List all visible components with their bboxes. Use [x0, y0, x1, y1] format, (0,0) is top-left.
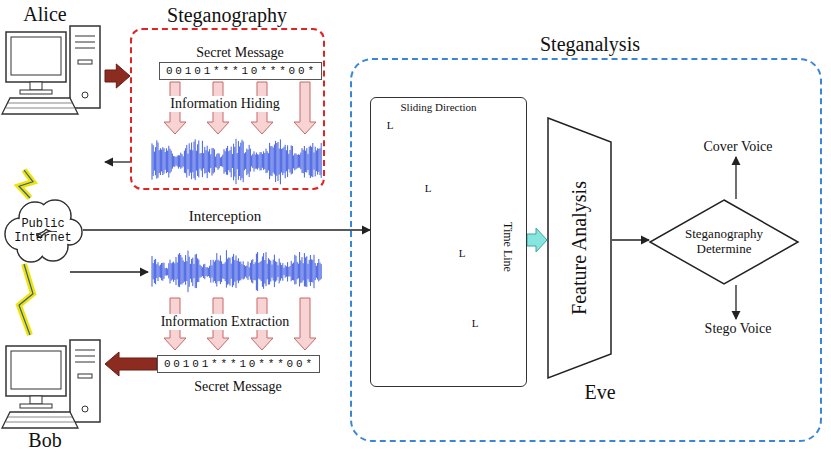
- node-text: Alice: [23, 3, 66, 26]
- trapezoid-outline: [548, 118, 611, 378]
- node-text: Steganalysis: [540, 33, 640, 56]
- arrow-line: [105, 161, 130, 162]
- node-text: Steganography Determine: [672, 227, 776, 257]
- connector: [19, 170, 33, 198]
- box-node: 00101***10***00*Secret Message: [157, 355, 320, 373]
- block-arrow: [105, 64, 130, 88]
- voice-waveform: [152, 250, 321, 292]
- arrow-line: [735, 285, 736, 319]
- down-arrow: [294, 298, 316, 350]
- block-arrow: [527, 228, 547, 252]
- connector: [736, 285, 737, 319]
- node-text: Secret Message: [196, 45, 283, 61]
- node-text: Bob: [28, 429, 61, 452]
- arrow-line: [83, 229, 370, 230]
- computer-icon: [2, 26, 100, 114]
- lightning-link: [19, 264, 33, 335]
- node-text: Time Line: [500, 222, 514, 272]
- connector: [105, 64, 130, 88]
- window-length: L: [472, 317, 479, 330]
- connector: [105, 352, 157, 376]
- node-text: Cover Voice: [703, 139, 772, 155]
- diamond-outline: [650, 200, 798, 284]
- node-text: Secret Message: [194, 379, 281, 395]
- node-text: Stego Voice: [705, 321, 772, 337]
- bit-string: 00101***10***00*: [163, 65, 317, 78]
- window-length: L: [459, 247, 466, 260]
- lightning-link: [19, 170, 33, 198]
- voice-waveform: [152, 139, 321, 185]
- cloud-node: Public Internet: [3, 198, 83, 264]
- box-node: Sliding DirectionTime Line: [370, 97, 527, 387]
- computer-icon: [2, 340, 100, 428]
- connector: [736, 157, 737, 199]
- box-node: Bob: [5, 335, 105, 452]
- trap-node: Feature Analysis: [547, 117, 612, 379]
- connector: [83, 230, 370, 231]
- signal-arrow: [70, 271, 148, 272]
- arrow-line: [735, 157, 736, 199]
- box-node: Secret Message00101***10***00*: [159, 62, 322, 80]
- node-text: Eve: [584, 381, 615, 404]
- diamond-node: Steganography Determine: [649, 199, 799, 285]
- bit-string: Public Internet: [12, 218, 74, 246]
- down-arrow: [294, 82, 316, 134]
- connector: [527, 228, 547, 252]
- arrow-line: [612, 239, 649, 240]
- lightning-link: [19, 170, 33, 198]
- node-text: Steganography: [167, 4, 287, 27]
- node-text: Sliding Direction: [400, 100, 476, 113]
- node-text: Feature Analysis: [568, 181, 591, 315]
- connector: [105, 162, 130, 163]
- edge-label: Interception: [187, 208, 263, 225]
- block-arrow: [105, 352, 157, 376]
- bit-string: 00101***10***00*: [161, 358, 315, 371]
- process-label: Information Hiding: [168, 96, 281, 112]
- box-node: Cover Voice: [693, 137, 783, 157]
- connector: [612, 240, 649, 241]
- window-length: L: [387, 119, 394, 132]
- lightning-link: [19, 264, 33, 335]
- connector: [19, 264, 33, 335]
- box-node: SteganalysisEveSliding DirectionTime Lin…: [350, 58, 822, 442]
- hiding-arrows: [164, 82, 316, 350]
- box-node: Alice: [5, 0, 105, 170]
- window-length: L: [425, 182, 432, 195]
- process-label: Information Extraction: [159, 314, 292, 330]
- box-node: Stego Voice: [693, 319, 783, 339]
